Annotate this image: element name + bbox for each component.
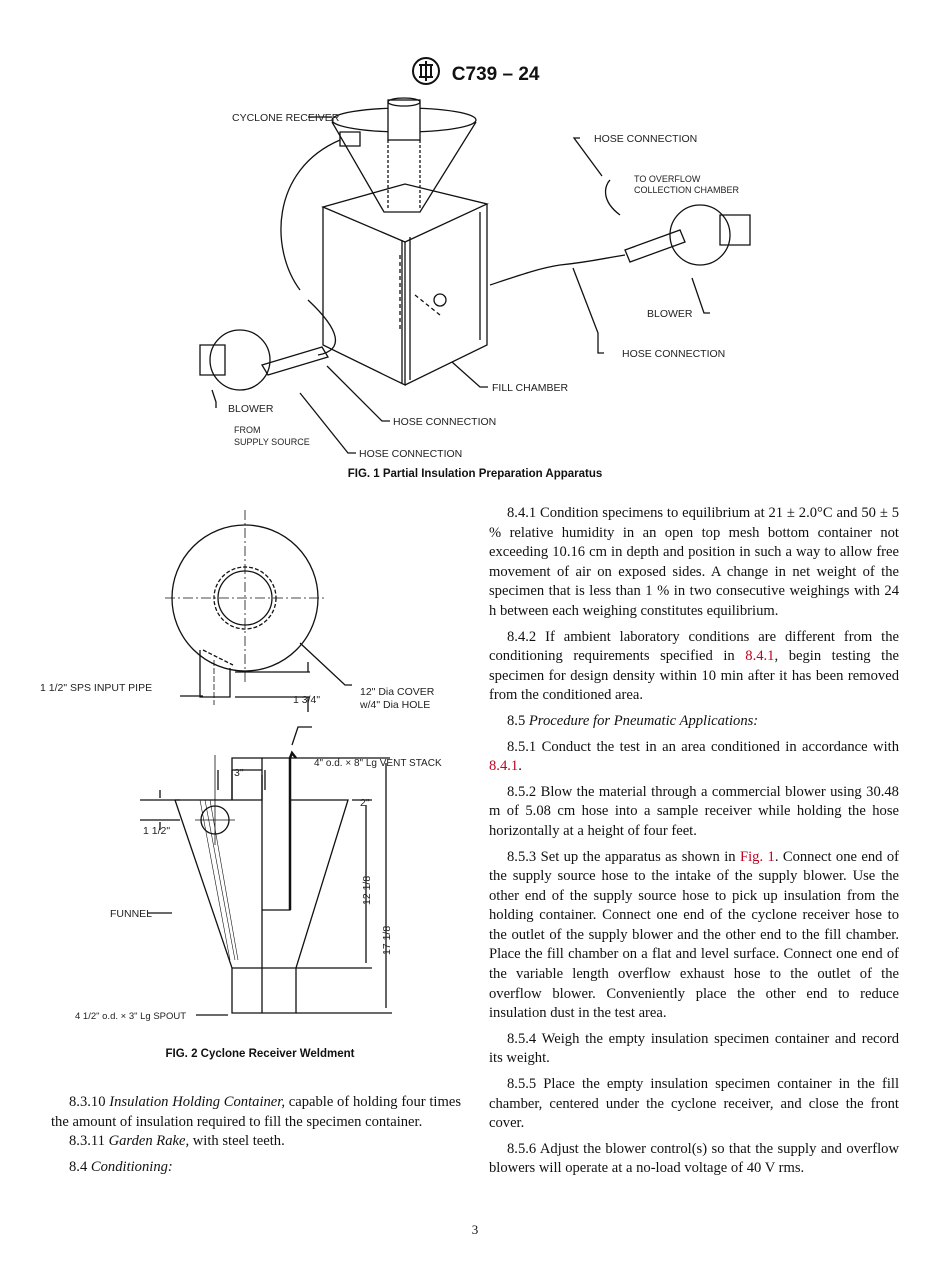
paragraph: 8.4 Conditioning: — [51, 1158, 461, 1178]
label-fill-chamber: FILL CHAMBER — [492, 382, 568, 394]
fig2-diagram: 1 1/2" SPS INPUT PIPE 1 3/4" 12" Dia COV… — [40, 510, 442, 1022]
label-hose-connection-bottom: HOSE CONNECTION — [359, 448, 462, 460]
paragraph-text: with steel teeth. — [189, 1133, 285, 1150]
section-title: Procedure for Pneumatic Applications: — [528, 712, 759, 729]
section-number: 8.5.3 — [507, 848, 541, 865]
label-supply-source: SUPPLY SOURCE — [234, 437, 310, 447]
label-funnel: FUNNEL — [110, 908, 152, 920]
section-number: 8.4 — [69, 1158, 91, 1175]
label-dim-17-1-8: 17 1/8 — [381, 926, 393, 955]
paragraph: 8.5.5 Place the empty insulation specime… — [489, 1075, 899, 1134]
designation: C739 – 24 — [451, 64, 540, 85]
label-to-overflow: TO OVERFLOW — [634, 174, 701, 184]
label-dim-3: 3" — [234, 767, 244, 779]
section-number: 8.4.2 — [507, 628, 546, 645]
page-header: C739 – 24 — [0, 56, 950, 86]
fig1-diagram: CYCLONE RECEIVER HOSE CONNECTION TO OVER… — [199, 97, 751, 460]
fig1-caption: FIG. 1 Partial Insulation Preparation Ap… — [347, 468, 603, 480]
label-dim-12-1-8: 12 1/8 — [361, 876, 373, 905]
paragraph-text: . Connect one end of the supply source h… — [489, 848, 899, 1022]
section-title: Conditioning: — [90, 1158, 173, 1175]
paragraph-text: Place the empty insulation specimen cont… — [489, 1076, 899, 1132]
label-collection-chamber: COLLECTION CHAMBER — [634, 185, 740, 195]
paragraph: 8.4.2 If ambient laboratory conditions a… — [489, 628, 899, 706]
section-number: 8.5.1 — [507, 738, 542, 755]
paragraph-text: capable of holding four times the amount… — [51, 1094, 461, 1130]
label-hose-connection-mid: HOSE CONNECTION — [393, 416, 496, 428]
paragraph-text: Adjust the blower control(s) so that the… — [489, 1140, 899, 1177]
paragraph: 8.3.11 Garden Rake, with steel teeth. — [51, 1132, 461, 1152]
page-number: 3 — [471, 1222, 479, 1237]
label-cover-1: 12" Dia COVER — [360, 686, 435, 698]
label-blower-right: BLOWER — [647, 308, 693, 320]
paragraph: 8.4.1 Condition specimens to equilibrium… — [489, 504, 899, 622]
cross-reference-link[interactable]: Fig. 1 — [740, 848, 775, 865]
label-dim-1-1-2: 1 1/2" — [143, 825, 170, 837]
paragraph-text: If ambient laboratory conditions are dif… — [489, 628, 899, 665]
paragraph-text: Condition specimens to equilibrium at 21… — [489, 505, 899, 619]
label-cyclone-receiver: CYCLONE RECEIVER — [232, 112, 340, 124]
paragraph: 8.5.3 Set up the apparatus as shown in F… — [489, 848, 899, 1024]
cross-reference-link[interactable]: 8.4.1 — [489, 758, 519, 775]
label-dim-2: 2" — [360, 797, 370, 809]
fig2-caption: FIG. 2 Cyclone Receiver Weldment — [165, 1048, 355, 1060]
paragraph: 8.5.2 Blow the material through a commer… — [489, 783, 899, 842]
label-hose-connection-top-right: HOSE CONNECTION — [594, 133, 697, 145]
paragraph-text: Set up the apparatus as shown in — [540, 848, 740, 865]
section-number: 8.5.5 — [507, 1076, 544, 1093]
label-from: FROM — [234, 425, 261, 435]
label-vent-stack: 4" o.d. × 8" Lg VENT STACK — [314, 758, 442, 769]
paragraph-text: , begin testing the specimen for design … — [489, 648, 900, 704]
section-number: 8.3.10 — [69, 1094, 110, 1110]
section-number: 8.5.2 — [507, 783, 541, 800]
label-input-pipe: 1 1/2" SPS INPUT PIPE — [40, 682, 152, 694]
label-hose-connection-right: HOSE CONNECTION — [622, 348, 725, 360]
paragraph: 8.5.4 Weigh the empty insulation specime… — [489, 1030, 899, 1069]
section-title: Insulation Holding Container, — [109, 1094, 285, 1110]
section-number: 8.5.4 — [507, 1030, 542, 1047]
cross-reference-link[interactable]: 8.4.1 — [745, 648, 775, 665]
left-column-text: 8.3.10 Insulation Holding Container, cap… — [51, 1093, 461, 1177]
section-title: Garden Rake, — [108, 1133, 190, 1150]
astm-logo-icon — [411, 57, 440, 85]
paragraph-text: Weigh the empty insulation specimen cont… — [489, 1030, 899, 1067]
paragraph-text: Blow the material through a commercial b… — [489, 783, 899, 839]
right-column-text: 8.4.1 Condition specimens to equilibrium… — [489, 504, 899, 1185]
paragraph-text: . — [518, 758, 522, 775]
label-cover-2: w/4" Dia HOLE — [359, 699, 430, 711]
section-number: 8.5.6 — [507, 1140, 540, 1157]
label-spout: 4 1/2" o.d. × 3" Lg SPOUT — [75, 1011, 186, 1022]
paragraph: 8.3.10 Insulation Holding Container, cap… — [51, 1093, 461, 1132]
paragraph: 8.5 Procedure for Pneumatic Applications… — [489, 712, 899, 732]
label-dim-1-3-4: 1 3/4" — [293, 694, 320, 706]
section-number: 8.5 — [507, 712, 529, 729]
label-blower-left: BLOWER — [228, 403, 274, 415]
section-number: 8.3.11 — [69, 1133, 109, 1150]
paragraph-text: Conduct the test in an area conditioned … — [541, 738, 899, 755]
section-number: 8.4.1 — [507, 505, 541, 521]
paragraph: 8.5.6 Adjust the blower control(s) so th… — [489, 1140, 899, 1179]
paragraph: 8.5.1 Conduct the test in an area condit… — [489, 738, 899, 777]
